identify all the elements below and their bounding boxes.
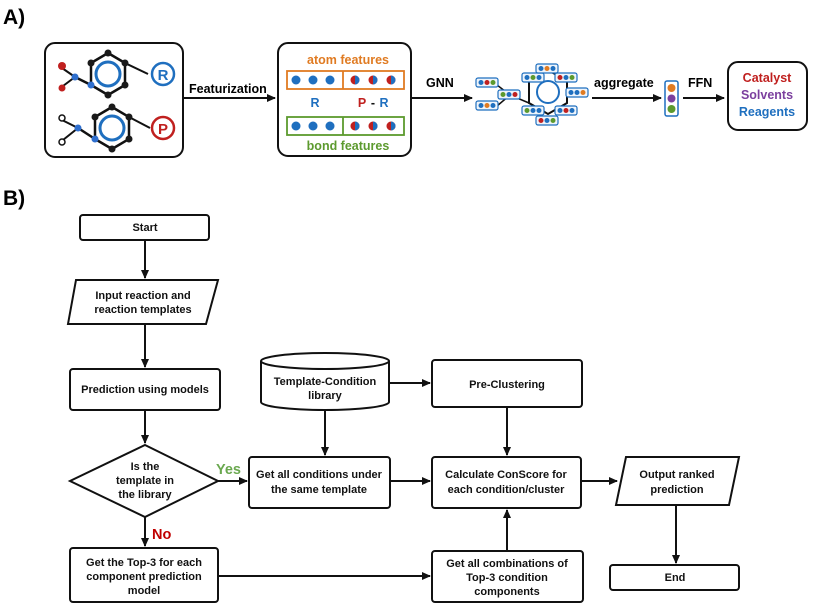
reagents-label: Reagents bbox=[739, 105, 795, 119]
combinations-label-line2: Top-3 condition bbox=[466, 572, 548, 584]
combinations-label-line3: components bbox=[474, 586, 539, 598]
yes-label: Yes bbox=[216, 462, 241, 478]
bond-features-label: bond features bbox=[307, 139, 390, 153]
start-label: Start bbox=[132, 222, 157, 234]
ffn-label: FFN bbox=[688, 76, 712, 90]
input-label-line2: reaction templates bbox=[94, 304, 191, 316]
input-label-line1: Input reaction and bbox=[95, 290, 190, 302]
decision-label-line1: Is the bbox=[131, 461, 160, 473]
output-label-line2: prediction bbox=[650, 484, 703, 496]
conscore-label-line1: Calculate ConScore for bbox=[445, 469, 567, 481]
input-node bbox=[66, 279, 220, 325]
p-feature-label: P bbox=[358, 96, 366, 110]
gnn-label: GNN bbox=[426, 76, 454, 90]
mixed-bond-nodes bbox=[350, 121, 396, 131]
pr-dash: - bbox=[371, 96, 375, 110]
end-node bbox=[609, 564, 740, 591]
r-marker-icon bbox=[150, 61, 176, 87]
catalyst-label: Catalyst bbox=[743, 71, 792, 85]
preclustering-label: Pre-Clustering bbox=[469, 379, 545, 391]
combinations-node bbox=[431, 550, 584, 603]
p-marker-label: P bbox=[158, 121, 168, 138]
bond-feature-vector bbox=[286, 116, 405, 136]
output-node bbox=[614, 456, 741, 506]
decision-label-line2: template in bbox=[116, 475, 174, 487]
atom-feature-vector bbox=[286, 70, 405, 90]
featurization-label: Featurization bbox=[189, 82, 267, 96]
reactant-molecule: R bbox=[58, 49, 176, 99]
no-label: No bbox=[152, 527, 171, 543]
conscore-node bbox=[431, 456, 582, 509]
library-label-line1: Template-Condition bbox=[274, 376, 377, 388]
output-box: Catalyst Solvents Reagents bbox=[727, 61, 808, 131]
prediction-label: Prediction using models bbox=[81, 384, 209, 396]
preclustering-node bbox=[431, 359, 583, 408]
end-label: End bbox=[665, 572, 686, 584]
template-library-database bbox=[260, 352, 390, 411]
decision-label-line3: the library bbox=[118, 489, 172, 501]
panel-a-label: A) bbox=[3, 6, 25, 29]
atom-features-label: atom features bbox=[307, 53, 389, 67]
solvents-label: Solvents bbox=[741, 88, 793, 102]
molecule-box: R P bbox=[44, 42, 184, 158]
output-label-line1: Output ranked bbox=[639, 469, 714, 481]
pr-r-label: R bbox=[379, 96, 388, 110]
get-conditions-label-line1: Get all conditions under bbox=[256, 469, 383, 481]
r-feature-label: R bbox=[310, 96, 319, 110]
get-conditions-node bbox=[248, 456, 391, 509]
p-marker-icon bbox=[150, 115, 176, 141]
conscore-label-line2: each condition/cluster bbox=[448, 484, 565, 496]
get-conditions-label-line2: the same template bbox=[271, 484, 367, 496]
combinations-label-line1: Get all combinations of bbox=[446, 558, 568, 570]
start-node bbox=[79, 214, 210, 241]
top3-node bbox=[69, 547, 219, 603]
panel-b-label: B) bbox=[3, 187, 25, 210]
r-marker-label: R bbox=[158, 67, 169, 84]
aggregated-vector-icon bbox=[664, 80, 679, 117]
top3-label-line2: component prediction bbox=[86, 571, 202, 583]
feature-box: atom features R P - R bond features bbox=[277, 42, 412, 157]
aggregate-label: aggregate bbox=[594, 76, 654, 90]
top3-label-line1: Get the Top-3 for each bbox=[86, 557, 202, 569]
gnn-graph-icon bbox=[475, 63, 589, 126]
prediction-node bbox=[69, 368, 221, 411]
product-molecule: P bbox=[58, 103, 176, 153]
library-label-line2: library bbox=[308, 390, 343, 402]
mixed-atom-nodes bbox=[350, 75, 396, 85]
top3-label-line3: model bbox=[128, 585, 160, 597]
